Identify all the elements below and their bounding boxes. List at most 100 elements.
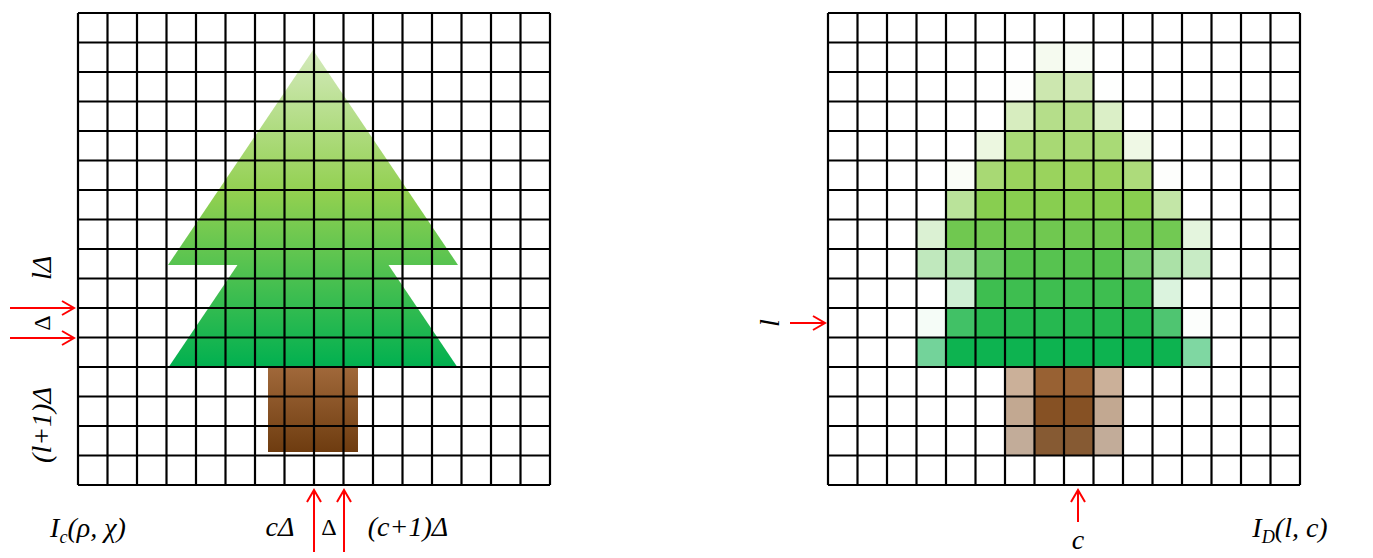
pixel-cell [1064,161,1094,191]
grid-line [401,13,403,485]
pixel-cell [1153,249,1183,279]
pixel-size: Δ [321,515,336,539]
grid-line [828,307,1300,309]
pixel-cell [1064,397,1094,427]
pixel-cell [946,161,976,191]
pixel-cell [1005,338,1035,368]
grid-line [1269,13,1271,485]
grid-line [828,366,1300,368]
pixel-cell [1153,220,1183,250]
pixel-cell [1123,308,1153,338]
pixel-cell [1064,338,1094,368]
pixel-cell [1094,279,1124,309]
pixel-cell [1153,338,1183,368]
row-offset: (l+1)Δ [28,387,56,463]
pixel-cell [1005,426,1035,456]
grid-line [828,484,1300,486]
grid-line [1151,13,1153,485]
pixel-cell [1123,161,1153,191]
pixel-cell [1005,308,1035,338]
grid-line [1210,13,1212,485]
pixel-cell [1035,220,1065,250]
pixel-cell [1153,190,1183,220]
row-index: l [756,319,784,327]
grid-line [828,454,1300,456]
pixel-cell [1035,43,1065,73]
pixel-grid [78,13,1300,485]
pixel-cell [1035,367,1065,397]
pixel-cell [917,220,947,250]
grid-line [828,395,1300,397]
grid-line [78,336,550,338]
pixel-cell [917,338,947,368]
pixel-cell [1064,308,1094,338]
pixel-cell [1094,249,1124,279]
row-offset: lΔ [28,256,56,280]
pixel-cell [1005,161,1035,191]
pixel-cell [1094,190,1124,220]
pixel-cell [1005,279,1035,309]
grid-line [1092,13,1094,485]
column-offset: cΔ [266,513,295,541]
pixel-cell [1153,161,1183,191]
pixel-cell [1064,190,1094,220]
grid-line [828,336,1300,338]
pixel-cell [1123,279,1153,309]
pixel-cell [1035,397,1065,427]
pixel-cell [976,308,1006,338]
grid-line [78,366,550,368]
grid-line [460,13,462,485]
grid-line [519,13,521,485]
grid-line [828,277,1300,279]
grid-line [490,13,492,485]
pixel-cell [976,190,1006,220]
pixel-cell [917,308,947,338]
pixel-cell [1094,426,1124,456]
pixel-cell [976,161,1006,191]
pixel-cell [1123,249,1153,279]
grid-line [372,13,374,485]
grid-line [78,248,550,250]
pixel-cell [1182,220,1212,250]
pixel-cell [946,249,976,279]
pixel-cell [1035,249,1065,279]
pixel-cell [1035,131,1065,161]
pixel-cell [1005,397,1035,427]
pixel-cell [1094,72,1124,102]
pixel-cell [1094,367,1124,397]
pixel-cell [1182,338,1212,368]
pixel-cell [976,338,1006,368]
pixel-size: Δ [30,315,54,330]
pixel-cell [946,308,976,338]
grid-line [1240,13,1242,485]
pixel-cell [1182,249,1212,279]
pixel-cell [1035,102,1065,132]
grid-line [342,13,344,485]
pixel-cell [1064,72,1094,102]
pixel-cell [1094,161,1124,191]
pixel-cell [1094,220,1124,250]
pixel-cell [976,249,1006,279]
pixel-cell [946,338,976,368]
pixel-cell [1094,308,1124,338]
pixel-cell [1153,308,1183,338]
grid-line [1299,13,1301,485]
pixel-cell [1005,131,1035,161]
image-name: ID(l, c) [1252,514,1327,546]
pixel-cell [1035,190,1065,220]
pixel-cell [1064,131,1094,161]
grid-line [431,13,433,485]
pixel-cell [917,249,947,279]
grid-line [828,425,1300,427]
column-index: c [1072,526,1084,554]
grid-line [78,395,550,397]
pixel-cell [1005,102,1035,132]
pixel-cell [1035,426,1065,456]
pixel-cell [1064,249,1094,279]
grid-line [549,13,551,485]
pixel-cell [1123,190,1153,220]
pixel-cell [1064,220,1094,250]
pixel-cell [1064,279,1094,309]
pixel-cell [1064,43,1094,73]
pixel-cell [1005,220,1035,250]
